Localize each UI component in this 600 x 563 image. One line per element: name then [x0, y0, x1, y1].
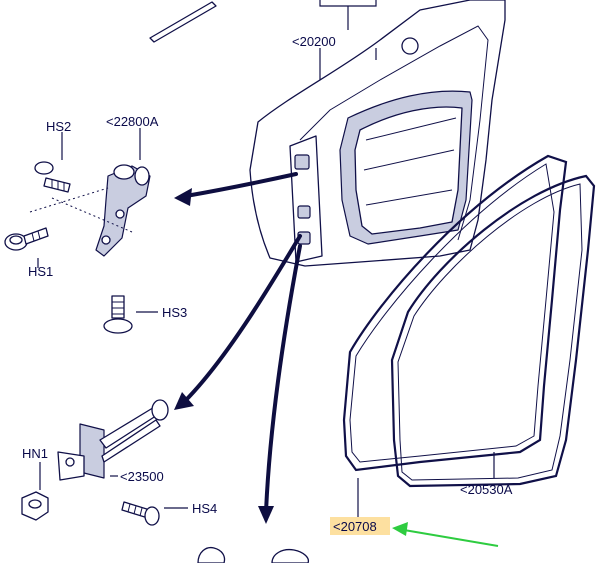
label-20530a: <20530A [460, 482, 513, 497]
inner-seal [342, 154, 568, 518]
door-shell [249, 0, 506, 267]
label-hs3: HS3 [162, 305, 187, 320]
label-highlight [330, 517, 390, 535]
label-23500: <23500 [120, 469, 164, 484]
label-22800a: <22800A [106, 114, 159, 129]
bolt-hs2: HS2 [34, 119, 71, 193]
label-hs1: HS1 [28, 264, 53, 279]
nut-hn1: HN1 [21, 446, 49, 521]
label-20708: <20708 [333, 519, 377, 534]
highlighted-callout[interactable]: <20708 [330, 517, 390, 535]
bolt-hs3: HS3 [103, 295, 187, 334]
label-hs4: HS4 [192, 501, 217, 516]
pointer-arrow [392, 522, 499, 547]
guide-line [29, 187, 109, 213]
door-callout: <20200 [292, 0, 377, 80]
install-arrows [174, 172, 302, 524]
bottom-clips [197, 546, 310, 563]
hinge-assembly: <22800A [95, 114, 159, 257]
bolt-hs4: HS4 [121, 501, 217, 526]
door-check: <23500 [57, 399, 169, 484]
label-20200: <20200 [292, 34, 336, 49]
bolt-hs1: HS1 [4, 227, 53, 279]
label-hs2: HS2 [46, 119, 71, 134]
label-hn1: HN1 [22, 446, 48, 461]
outer-seal: <20530A [390, 174, 596, 497]
trim-strip [149, 1, 217, 43]
